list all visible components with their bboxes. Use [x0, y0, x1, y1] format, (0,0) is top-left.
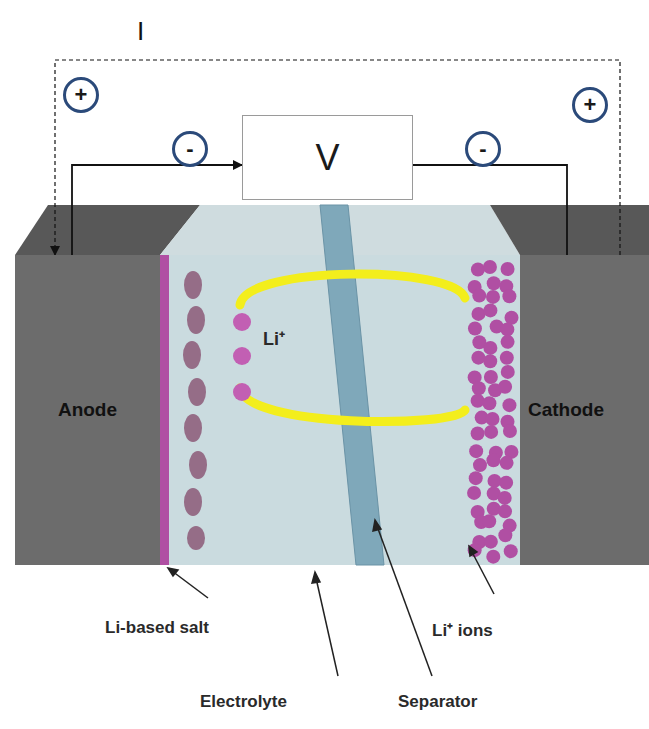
current-label: I: [135, 16, 146, 47]
node-label: Anode: [58, 399, 117, 421]
ion-flow-arc: [240, 274, 465, 305]
polarity-circle: +: [572, 87, 608, 123]
wire: [72, 165, 242, 255]
part-label: Li⁺ ions: [432, 618, 493, 641]
part-label: Separator: [398, 692, 477, 712]
cathode-electrode: Cathode: [520, 255, 649, 565]
node-label: +: [584, 94, 597, 116]
anode-electrode: Anode: [15, 255, 160, 565]
part-label: Li-based salt: [105, 618, 209, 638]
node-label: -: [479, 138, 486, 160]
ion-label: Li⁺: [263, 326, 285, 350]
li-salt-strip: [160, 255, 169, 565]
node-label: -: [186, 138, 193, 160]
lithium-ions: [233, 313, 251, 401]
anode-particles: [183, 271, 207, 550]
separator: [320, 205, 384, 565]
current-loop: [55, 60, 620, 255]
cathode-top: [490, 205, 649, 255]
polarity-circle: -: [465, 131, 501, 167]
leader-lines: [168, 520, 494, 676]
polarity-circle: -: [172, 131, 208, 167]
wire: [413, 165, 567, 255]
ion-flow-arc: [240, 388, 465, 422]
cathode-particles: [467, 260, 518, 564]
node-label: V: [315, 137, 339, 179]
voltmeter-box: V: [242, 115, 413, 200]
part-label: Electrolyte: [200, 692, 287, 712]
node-label: Cathode: [528, 399, 604, 421]
node-label: +: [75, 84, 88, 106]
polarity-circle: +: [63, 77, 99, 113]
